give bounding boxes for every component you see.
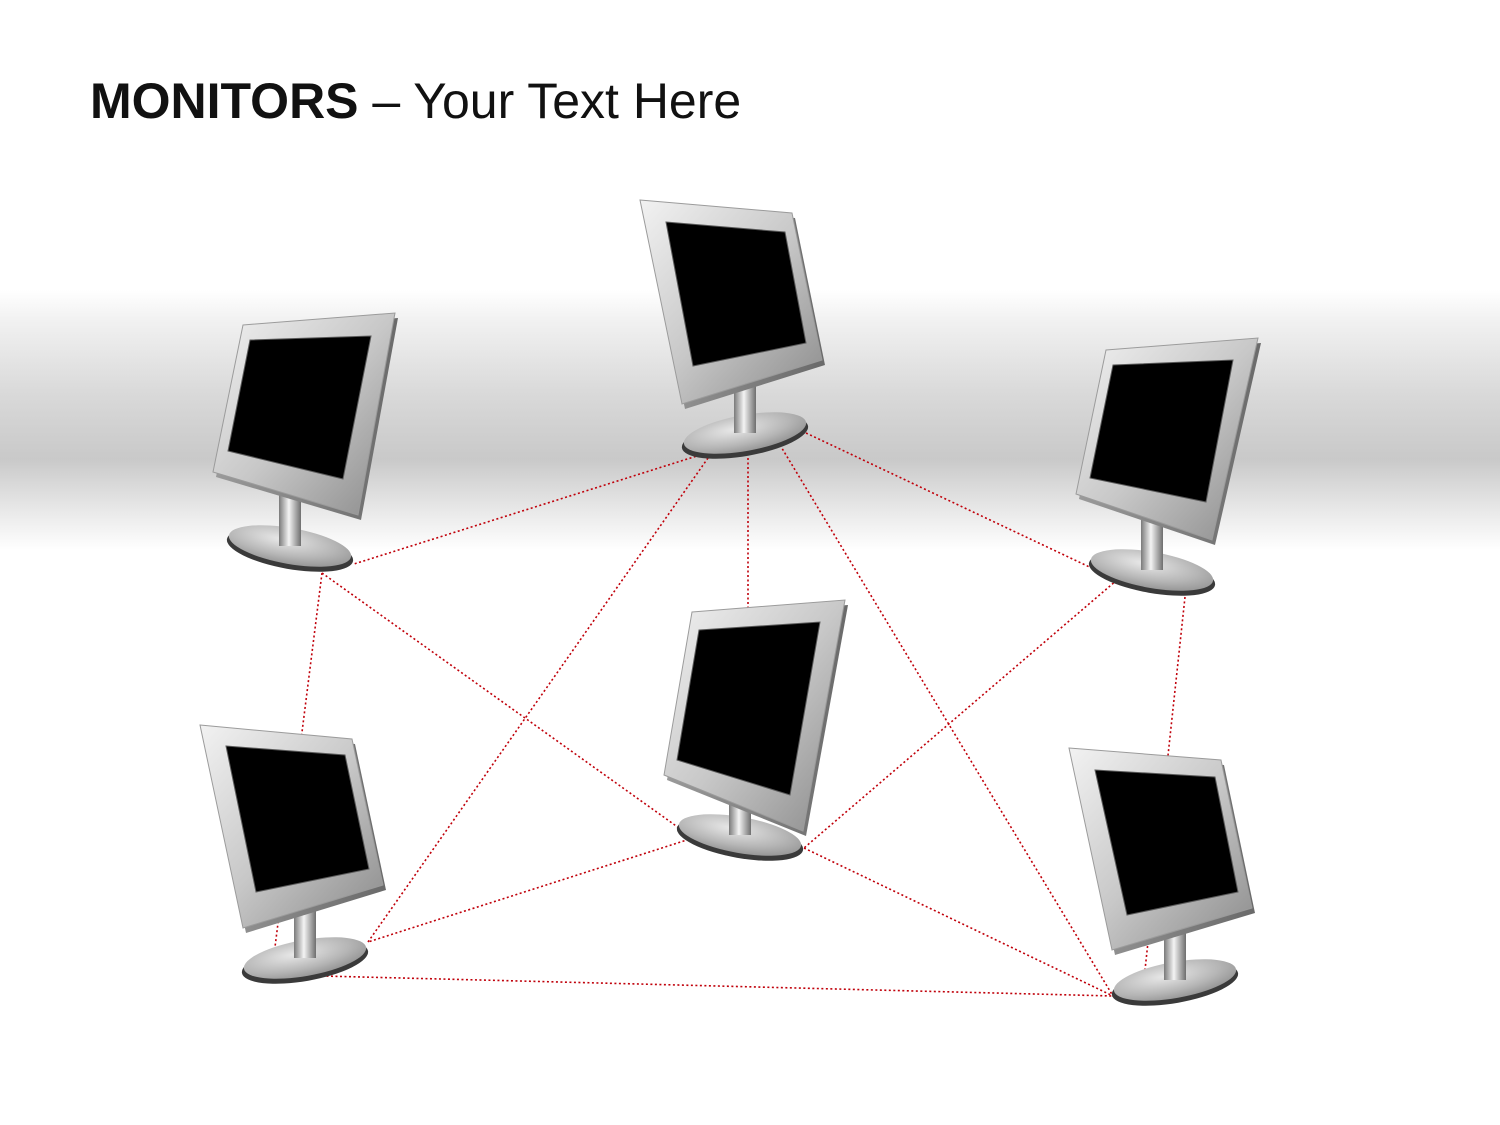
monitor-icon-lower-right: [1068, 747, 1255, 1006]
link-line-top-center-to-upper-right: [805, 432, 1118, 581]
link-line-upper-right-to-center: [803, 579, 1118, 849]
monitor-screen: [665, 221, 807, 367]
monitor-screen: [225, 745, 370, 893]
monitor-screen: [676, 621, 821, 796]
monitor-screen: [1094, 769, 1239, 916]
monitor-icon-top-center: [639, 199, 825, 459]
slide-title-rest: – Your Text Here: [358, 73, 742, 129]
link-line-center-to-lower-left: [367, 837, 694, 943]
link-line-upper-left-to-center: [321, 572, 694, 839]
monitor-icon-upper-right: [1075, 337, 1261, 596]
link-lines: [274, 432, 1186, 997]
link-line-top-center-to-upper-left: [353, 454, 701, 565]
link-line-top-center-to-lower-left: [367, 457, 709, 943]
monitor-icon-upper-left: [212, 312, 398, 572]
monitor-screen: [1089, 359, 1234, 503]
monitor-nodes: [199, 199, 1261, 1006]
monitor-icon-lower-left: [199, 724, 386, 984]
monitor-screen: [227, 335, 372, 480]
link-line-center-to-lower-right: [803, 847, 1114, 997]
monitor-icon-center: [663, 599, 848, 861]
link-line-lower-left-to-lower-right: [321, 975, 1114, 997]
slide-title: MONITORS – Your Text Here: [90, 72, 741, 130]
slide-title-bold: MONITORS: [90, 73, 359, 129]
link-line-top-center-to-lower-right: [779, 444, 1114, 997]
